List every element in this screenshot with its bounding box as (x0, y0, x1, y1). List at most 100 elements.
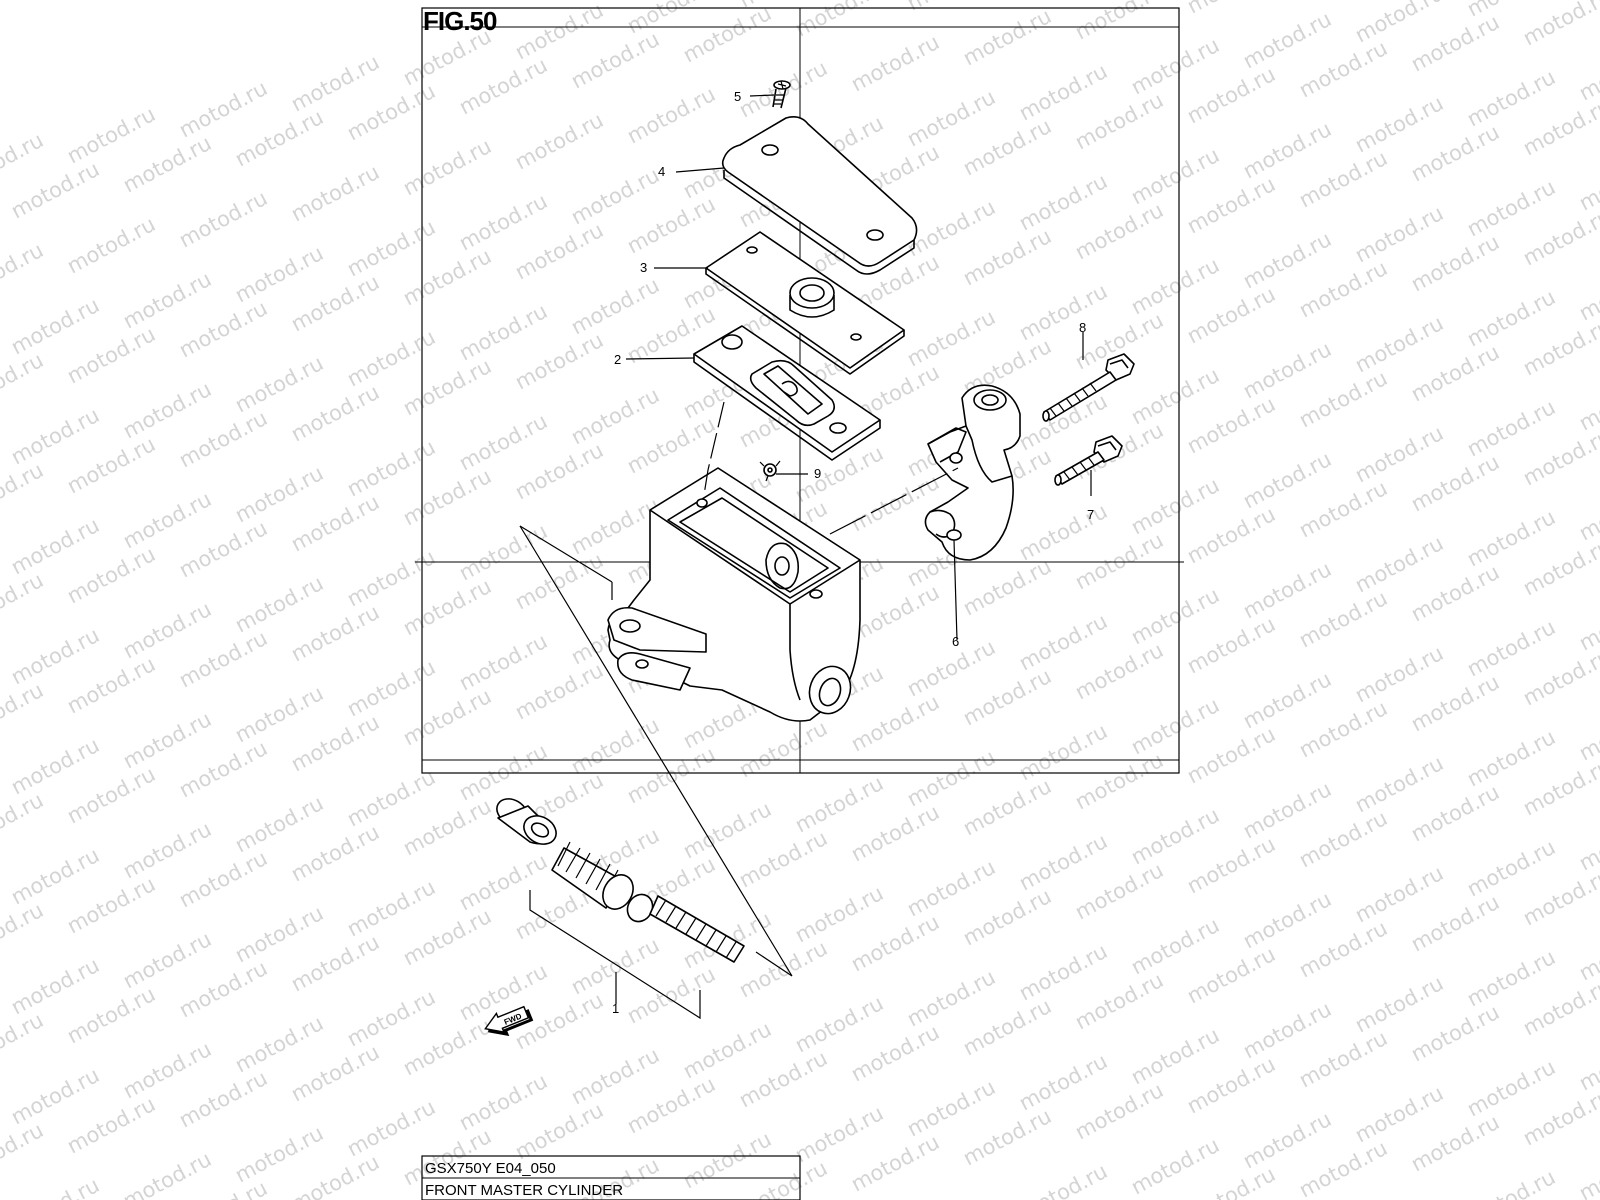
watermark-text: motod.ru (1183, 722, 1279, 788)
watermark-text: motod.ru (1015, 499, 1111, 565)
watermark-text: motod.ru (735, 826, 831, 892)
watermark-text: motod.ru (959, 114, 1055, 180)
watermark-text: motod.ru (1239, 337, 1335, 403)
watermark-text: motod.ru (1071, 528, 1167, 594)
watermark-text: motod.ru (119, 817, 215, 883)
screw-part-5 (772, 80, 791, 109)
watermark-text: motod.ru (623, 962, 719, 1028)
watermark-text: motod.ru (1407, 1000, 1503, 1066)
watermark-text: motod.ru (735, 1046, 831, 1112)
callout-labels: 1 2 3 4 5 6 7 8 9 (612, 89, 1094, 1016)
watermark-text: motod.ru (7, 513, 103, 579)
watermark-text: motod.ru (1407, 560, 1503, 626)
watermark-text: motod.ru (1407, 670, 1503, 736)
watermark-text: motod.ru (1295, 36, 1391, 102)
model-code: GSX750Y E04_050 (425, 1160, 556, 1177)
watermark-text: motod.ru (791, 991, 887, 1057)
callout-2: 2 (614, 352, 621, 367)
watermark-text: motod.ru (343, 875, 439, 941)
watermark-text: motod.ru (119, 597, 215, 663)
watermark-text: motod.ru (791, 881, 887, 947)
watermark-text: motod.ru (959, 884, 1055, 950)
watermark-text: motod.ru (1407, 120, 1503, 186)
watermark-text: motod.ru (959, 224, 1055, 290)
watermark-text: motod.ru (1071, 968, 1167, 1034)
watermark-text: motod.ru (343, 79, 439, 145)
watermark-text: motod.ru (455, 53, 551, 119)
watermark-text: motod.ru (511, 108, 607, 174)
watermark-text: motod.ru (1127, 253, 1223, 319)
watermark-text: motod.ru (7, 843, 103, 909)
watermark-text: motod.ru (455, 629, 551, 695)
watermark-text: motod.ru (1295, 916, 1391, 982)
watermark-text: motod.ru (1127, 473, 1223, 539)
watermark-text: motod.ru (231, 1121, 327, 1187)
watermark-text: motod.ru (1015, 609, 1111, 675)
watermark-text: motod.ru (1127, 913, 1223, 979)
watermark-text: motod.ru (1239, 1107, 1335, 1173)
callout-8: 8 (1079, 320, 1086, 335)
watermark-text: motod.ru (959, 994, 1055, 1060)
watermark-text: motod.ru (119, 267, 215, 333)
watermark-text: motod.ru (343, 985, 439, 1051)
watermark-text: motod.ru (1071, 1078, 1167, 1144)
watermark-text: motod.ru (959, 774, 1055, 840)
leader-lines (615, 94, 1092, 1004)
watermark-text: motod.ru (1183, 502, 1279, 568)
watermark-text: motod.ru (1407, 450, 1503, 516)
watermark-text: motod.ru (679, 797, 775, 863)
watermark-text: motod.ru (399, 354, 495, 420)
watermark-text: motod.ru (175, 736, 271, 802)
watermark-text: motod.ru (903, 305, 999, 371)
watermark-text: motod.ru (287, 930, 383, 996)
watermark-text: motod.ru (1575, 1029, 1600, 1095)
watermark-text: motod.ru (847, 1020, 943, 1086)
watermark-text: motod.ru (0, 238, 47, 304)
watermark-text: motod.ru (1015, 939, 1111, 1005)
watermark-text: motod.ru (63, 322, 159, 388)
watermark-text: motod.ru (735, 936, 831, 1002)
watermark-text: motod.ru (7, 1063, 103, 1129)
watermark-text: motod.ru (0, 568, 47, 634)
watermark-text: motod.ru (119, 707, 215, 773)
watermark-text: motod.ru (455, 409, 551, 475)
watermark-text: motod.ru (847, 1130, 943, 1196)
watermark-text: motod.ru (287, 820, 383, 886)
watermark-text: motod.ru (1183, 172, 1279, 238)
watermark-text: motod.ru (1071, 638, 1167, 704)
watermark-text: motod.ru (343, 655, 439, 721)
watermark-text: motod.ru (1295, 256, 1391, 322)
watermark-text: motod.ru (455, 299, 551, 365)
watermark-text: motod.ru (511, 548, 607, 614)
watermark-text: motod.ru (1463, 945, 1559, 1011)
watermark-text: motod.ru (119, 1037, 215, 1103)
watermark-text: motod.ru (399, 464, 495, 530)
watermark-text: motod.ru (231, 681, 327, 747)
watermark-text: motod.ru (1463, 505, 1559, 571)
watermark-text: motod.ru (511, 0, 607, 64)
watermark-text: motod.ru (0, 458, 47, 524)
watermark-text: motod.ru (847, 690, 943, 756)
watermark-text: motod.ru (63, 432, 159, 498)
watermark-text: motod.ru (1519, 204, 1600, 270)
watermark-text: motod.ru (287, 710, 383, 776)
bolt-part-7 (1054, 435, 1123, 486)
watermark-text: motod.ru (1351, 201, 1447, 267)
watermark-text: motod.ru (1127, 363, 1223, 429)
watermark-text: motod.ru (1463, 1165, 1559, 1200)
watermark-text: motod.ru (567, 493, 663, 559)
watermark-text: motod.ru (7, 1173, 103, 1200)
watermark-text: motod.ru (1463, 175, 1559, 241)
watermark-text: motod.ru (231, 571, 327, 637)
watermark-text: motod.ru (1295, 146, 1391, 212)
watermark-text: motod.ru (1015, 169, 1111, 235)
watermark-text: motod.ru (791, 0, 887, 41)
watermark-text: motod.ru (1351, 641, 1447, 707)
watermark-text: motod.ru (1463, 725, 1559, 791)
watermark-text: motod.ru (1519, 0, 1600, 50)
watermark-text: motod.ru (1519, 314, 1600, 380)
watermark-text: motod.ru (455, 189, 551, 255)
watermark-text: motod.ru (511, 218, 607, 284)
watermark-text: motod.ru (1183, 62, 1279, 128)
